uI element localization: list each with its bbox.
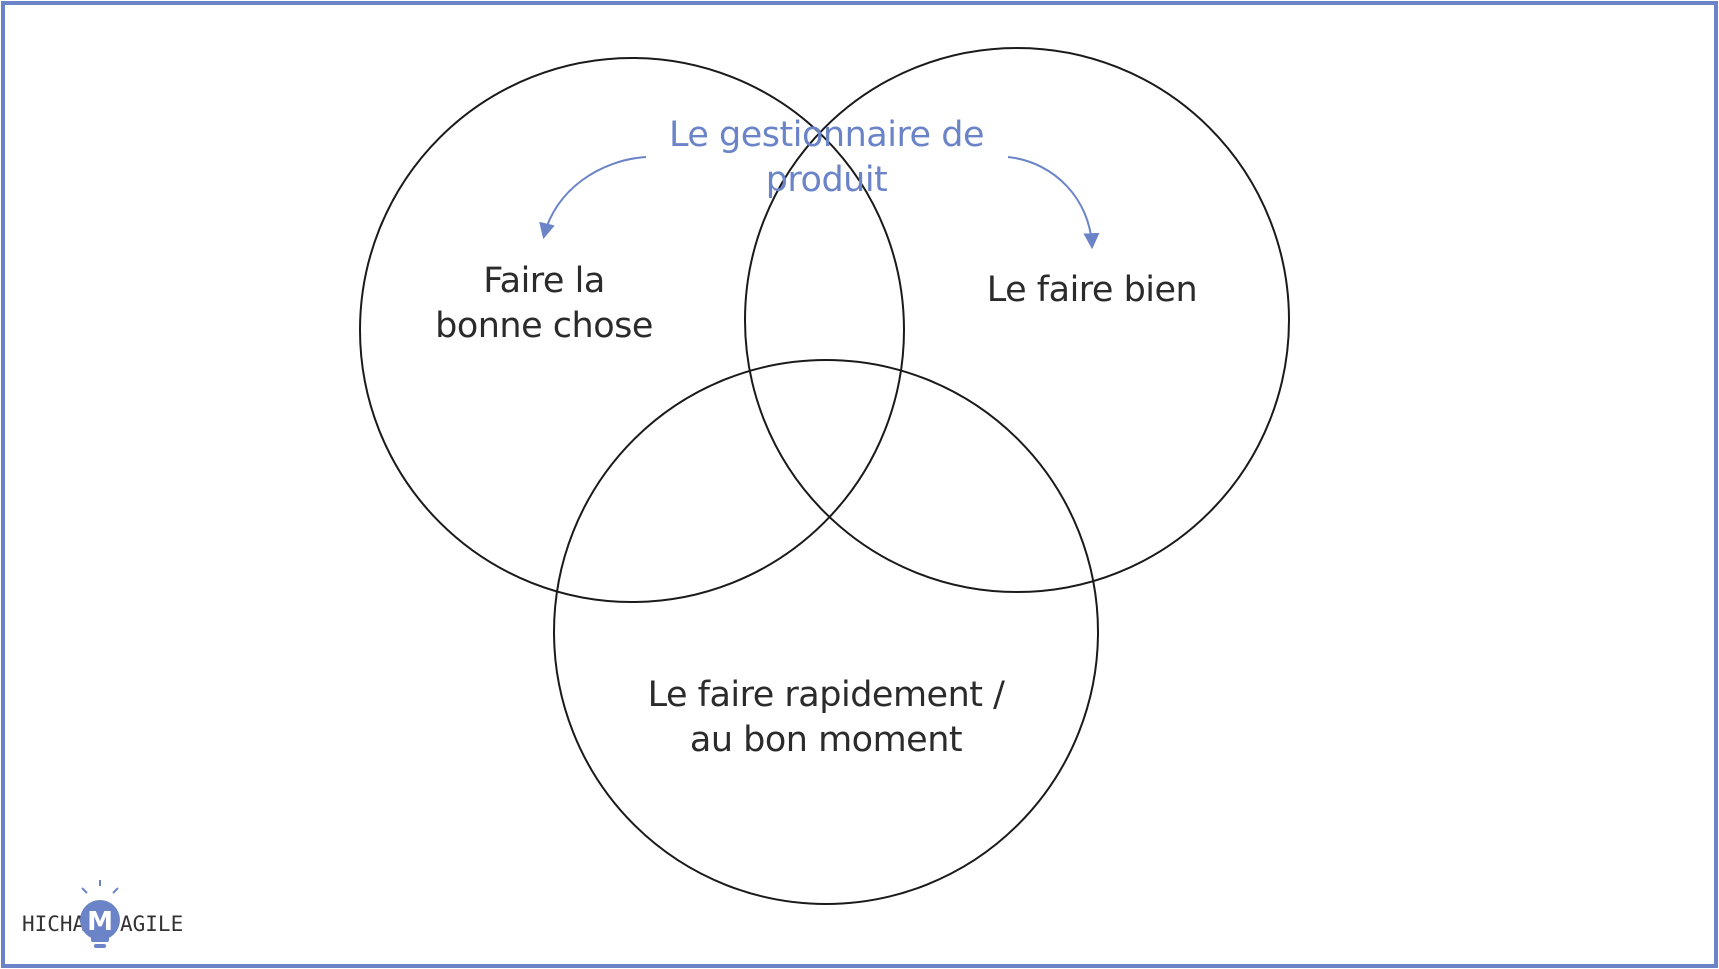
diagram-title-line-2: produit bbox=[765, 160, 888, 200]
set-label-left-line-1: Faire la bbox=[483, 261, 605, 301]
venn-circle-right bbox=[744, 47, 1290, 593]
diagram-title: Le gestionnaire de produit bbox=[640, 113, 1013, 203]
lightbulb-icon: M bbox=[80, 880, 120, 948]
venn-circle-bottom bbox=[553, 359, 1099, 905]
logo-mark-letter: M bbox=[87, 907, 113, 937]
logo-text-left: HICHA bbox=[22, 912, 86, 936]
brand-logo: HICHA M AGILE bbox=[22, 880, 184, 952]
arrow-right bbox=[1007, 156, 1100, 250]
set-label-bottom: Le faire rapidement / au bon moment bbox=[626, 673, 1026, 763]
arrow-left bbox=[539, 156, 647, 240]
set-label-bottom-line-1: Le faire rapidement / bbox=[647, 675, 1005, 715]
set-label-right: Le faire bien bbox=[942, 268, 1242, 313]
set-label-left-line-2: bonne chose bbox=[435, 306, 653, 346]
set-label-right-line-1: Le faire bien bbox=[986, 270, 1198, 310]
venn-circle-left bbox=[359, 57, 905, 603]
set-label-left: Faire la bonne chose bbox=[394, 259, 694, 349]
logo-text-right: AGILE bbox=[120, 912, 184, 936]
diagram-title-line-1: Le gestionnaire de bbox=[669, 115, 984, 155]
set-label-bottom-line-2: au bon moment bbox=[689, 720, 963, 760]
